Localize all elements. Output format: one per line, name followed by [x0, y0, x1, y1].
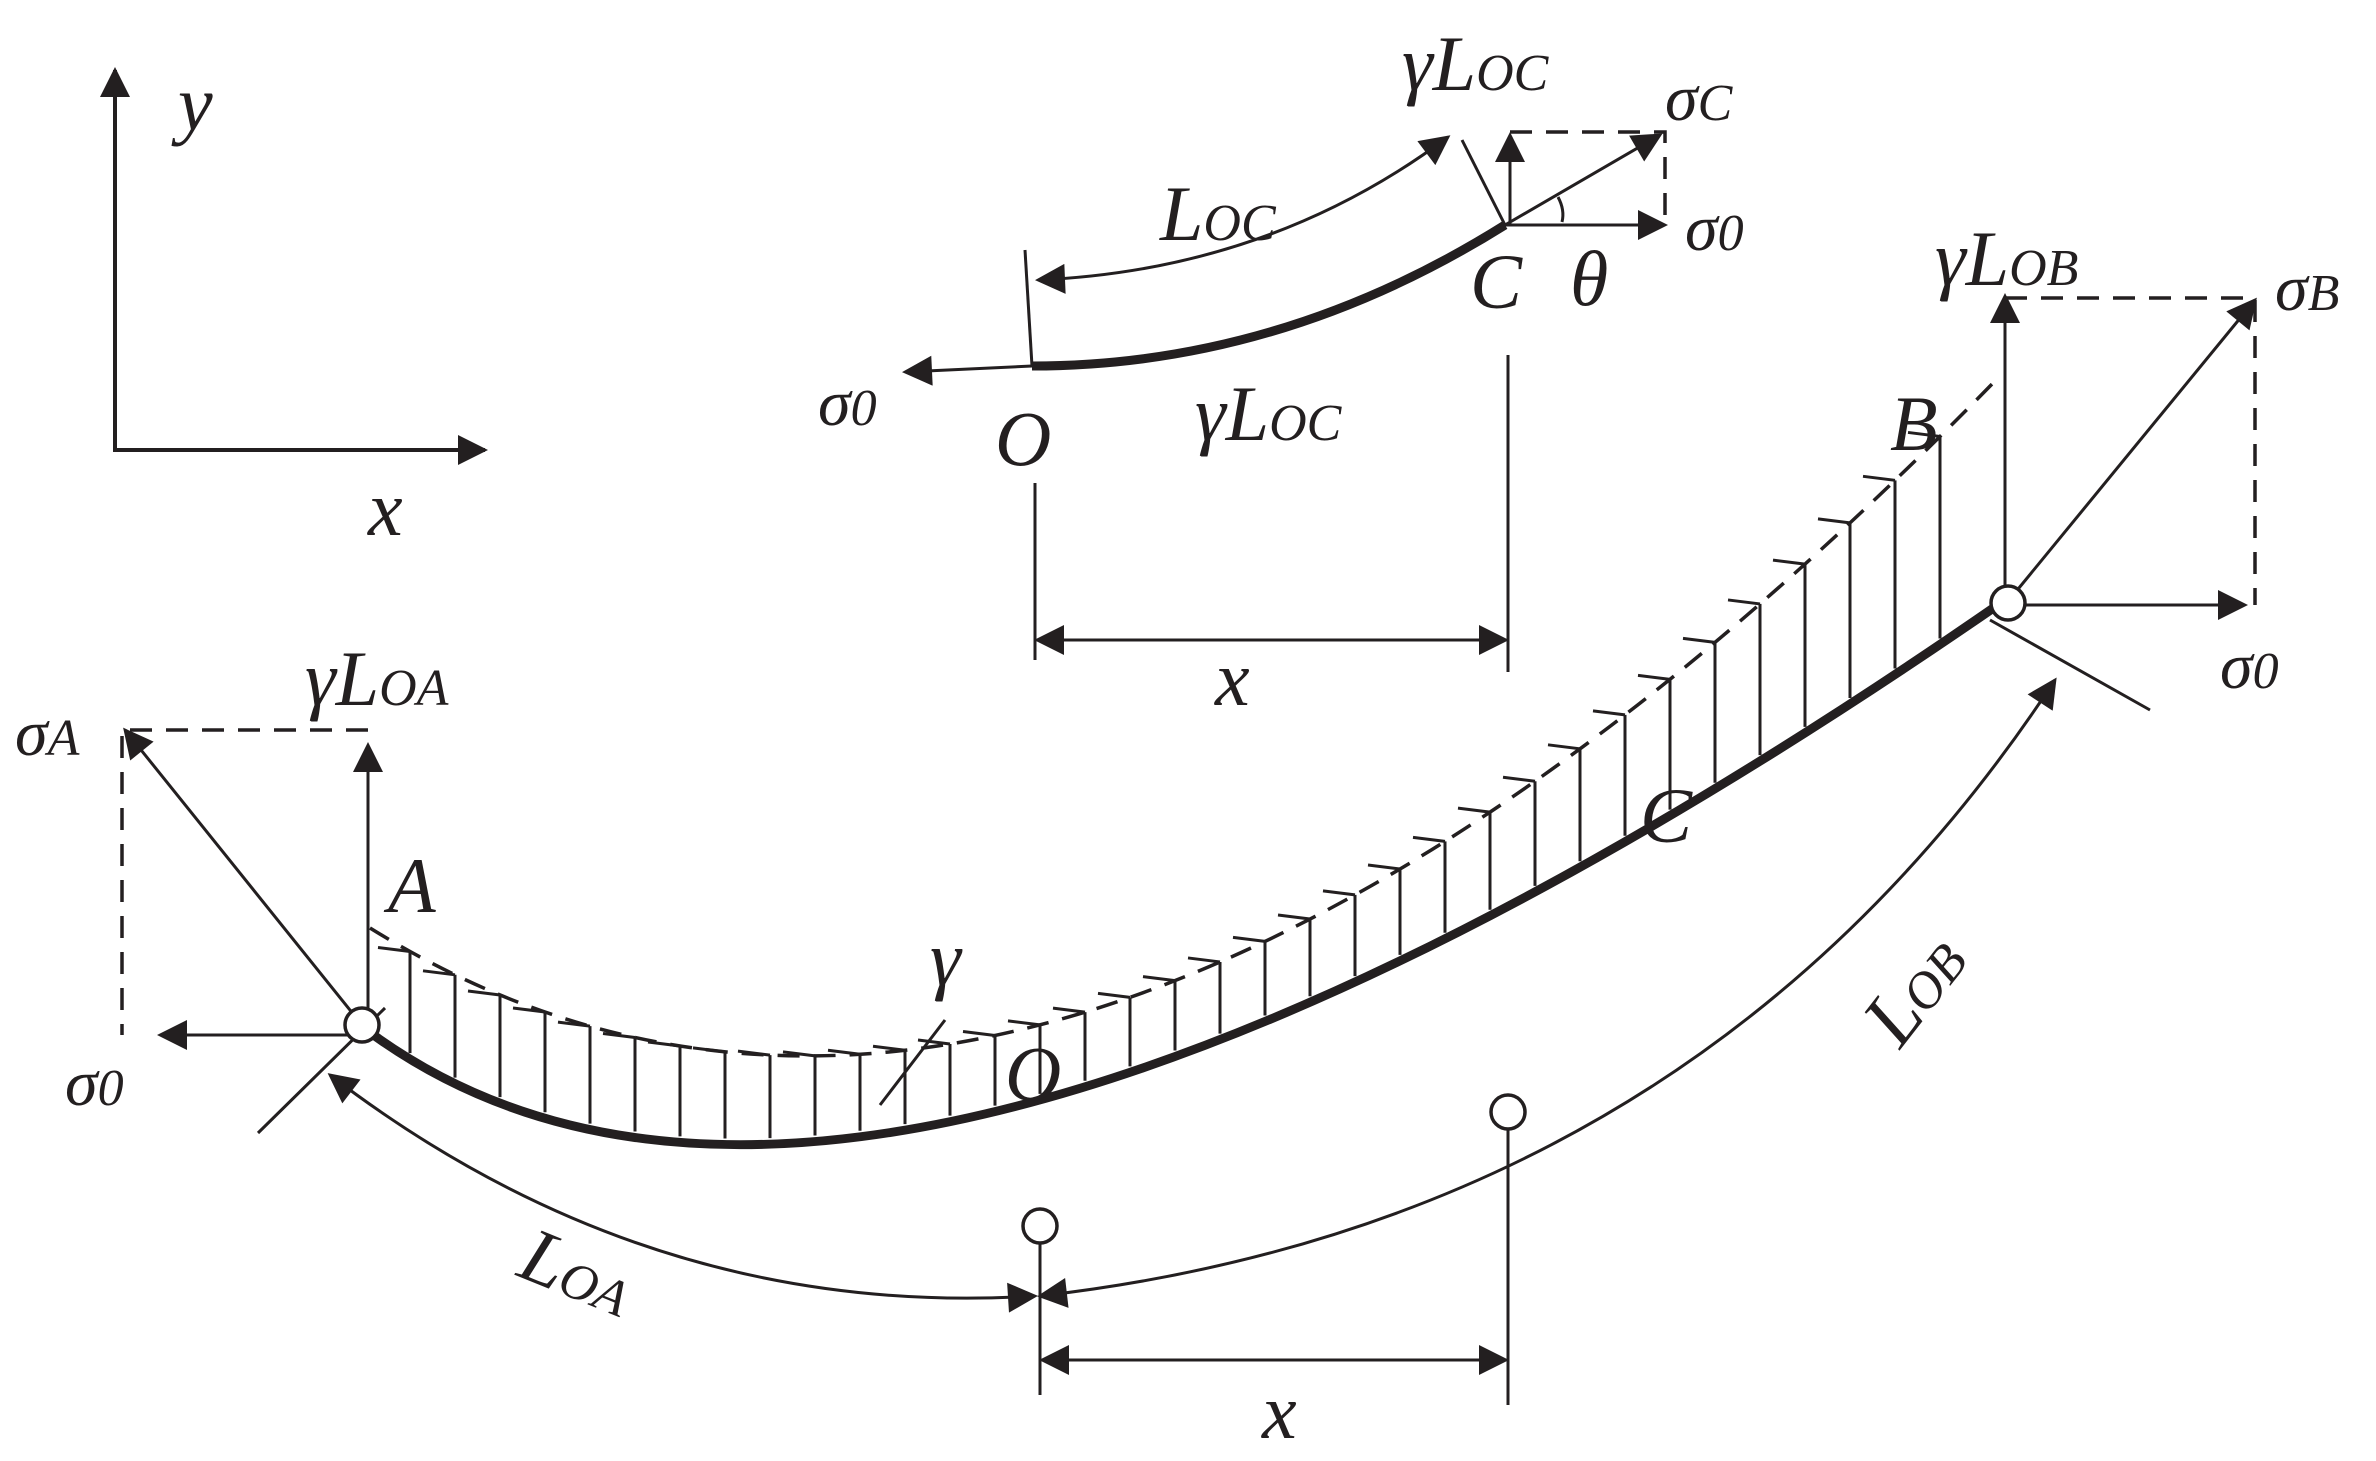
force-box-a-dashed — [120, 728, 368, 1035]
label-point-a: A — [383, 842, 436, 929]
hatch-cap — [377, 946, 411, 953]
label-point-c: C — [1640, 772, 1693, 859]
hatch-cap — [962, 1030, 996, 1037]
hatch-cap — [1322, 889, 1356, 897]
inset-label-gamma-l-oc-top: γLOC — [1402, 20, 1550, 107]
label-sigma-b: σB — [2275, 252, 2339, 325]
hatch-cap — [1457, 806, 1491, 814]
load-profile-dashed — [369, 378, 1998, 1058]
inset-label-point-o: O — [995, 395, 1051, 482]
inset-angle-arc — [1556, 196, 1565, 223]
force-box-b-dashed — [2005, 296, 2257, 605]
hatch-cap — [1367, 863, 1401, 871]
hatch-cap — [1727, 598, 1761, 606]
node-a — [343, 1006, 381, 1044]
label-sigma-a: σA — [15, 697, 80, 770]
label-point-b: B — [1890, 380, 1938, 467]
label-l-ob: LOB — [1844, 918, 1983, 1061]
inset-label-x: x — [1214, 635, 1250, 722]
y-axis-label: y — [171, 60, 213, 147]
inset-label-theta: θ — [1570, 235, 1608, 322]
hatch-cap — [1007, 1019, 1041, 1027]
inset-tick-c — [1460, 139, 1507, 226]
hatch-cap — [1637, 673, 1671, 681]
label-gamma-l-oa: γLOA — [305, 635, 449, 722]
tangent-line-b — [1989, 618, 2151, 712]
label-gamma: γ — [930, 915, 963, 1002]
hatch-cap — [1142, 975, 1176, 983]
force-sigma-b-arrow — [2003, 297, 2257, 606]
inset-dashed-box — [1510, 130, 1667, 225]
x-axis-label: x — [367, 465, 403, 552]
hatch-cap — [1097, 991, 1131, 999]
cable-curve — [357, 596, 2008, 1150]
inset-arrow-sigma-c — [1504, 133, 1663, 227]
node-c — [1489, 1093, 1527, 1131]
hatch-cap — [1547, 743, 1581, 751]
inset-tick-o — [1023, 249, 1034, 367]
inset-element-oc: LOC γLOC σC σ0 σ0 C θ O γLOC x — [818, 20, 1744, 722]
force-sigma-a-arrow — [123, 727, 364, 1026]
hatch-cap — [1682, 636, 1716, 644]
inset-label-sigma-c: σC — [1665, 62, 1734, 135]
hatch-cap — [1772, 558, 1806, 566]
hatch-cap — [1232, 935, 1266, 943]
inset-label-l-oc: LOC — [1159, 170, 1277, 257]
label-gamma-l-ob: γLOB — [1935, 215, 2078, 302]
hatch-cap — [1862, 474, 1896, 482]
node-b — [1989, 584, 2027, 622]
inset-label-sigma-0-right: σ0 — [1685, 192, 1744, 265]
label-x: x — [1261, 1368, 1297, 1455]
hatch-cap — [1817, 517, 1851, 525]
hatch-cap — [1052, 1006, 1086, 1014]
hatch-cap — [1412, 835, 1446, 843]
hatch-cap — [467, 989, 501, 997]
arc-l-oa — [327, 1073, 1038, 1313]
hatch-cap — [917, 1038, 951, 1046]
label-sigma-0-right: σ0 — [2220, 630, 2279, 703]
main-cable-system: γLOB σB B σ0 γLOA σA A σ0 γ O C LOB LOA … — [15, 215, 2339, 1455]
hatch-cap — [1907, 430, 1941, 438]
hatch-cap — [782, 1050, 816, 1058]
arc-l-ob — [1037, 677, 2057, 1308]
hatch-cap — [1592, 709, 1626, 717]
label-l-oa: LOA — [508, 1210, 646, 1333]
inset-arc-l-oc — [1035, 135, 1451, 294]
inset-cable-left-extension — [902, 355, 1033, 386]
gamma-leader — [878, 1019, 947, 1106]
hatch-cap — [1187, 956, 1221, 964]
label-point-o: O — [1005, 1030, 1061, 1117]
inset-label-sigma-0-left: σ0 — [818, 367, 877, 440]
coordinate-axes: y x — [100, 60, 488, 552]
inset-label-gamma-l-oc-bottom: γLOC — [1195, 370, 1343, 457]
node-o — [1021, 1207, 1059, 1245]
label-sigma-0-left: σ0 — [65, 1047, 124, 1120]
hatch-cap — [1277, 913, 1311, 921]
hatch-cap — [1502, 775, 1536, 783]
inset-label-point-c: C — [1470, 238, 1523, 325]
